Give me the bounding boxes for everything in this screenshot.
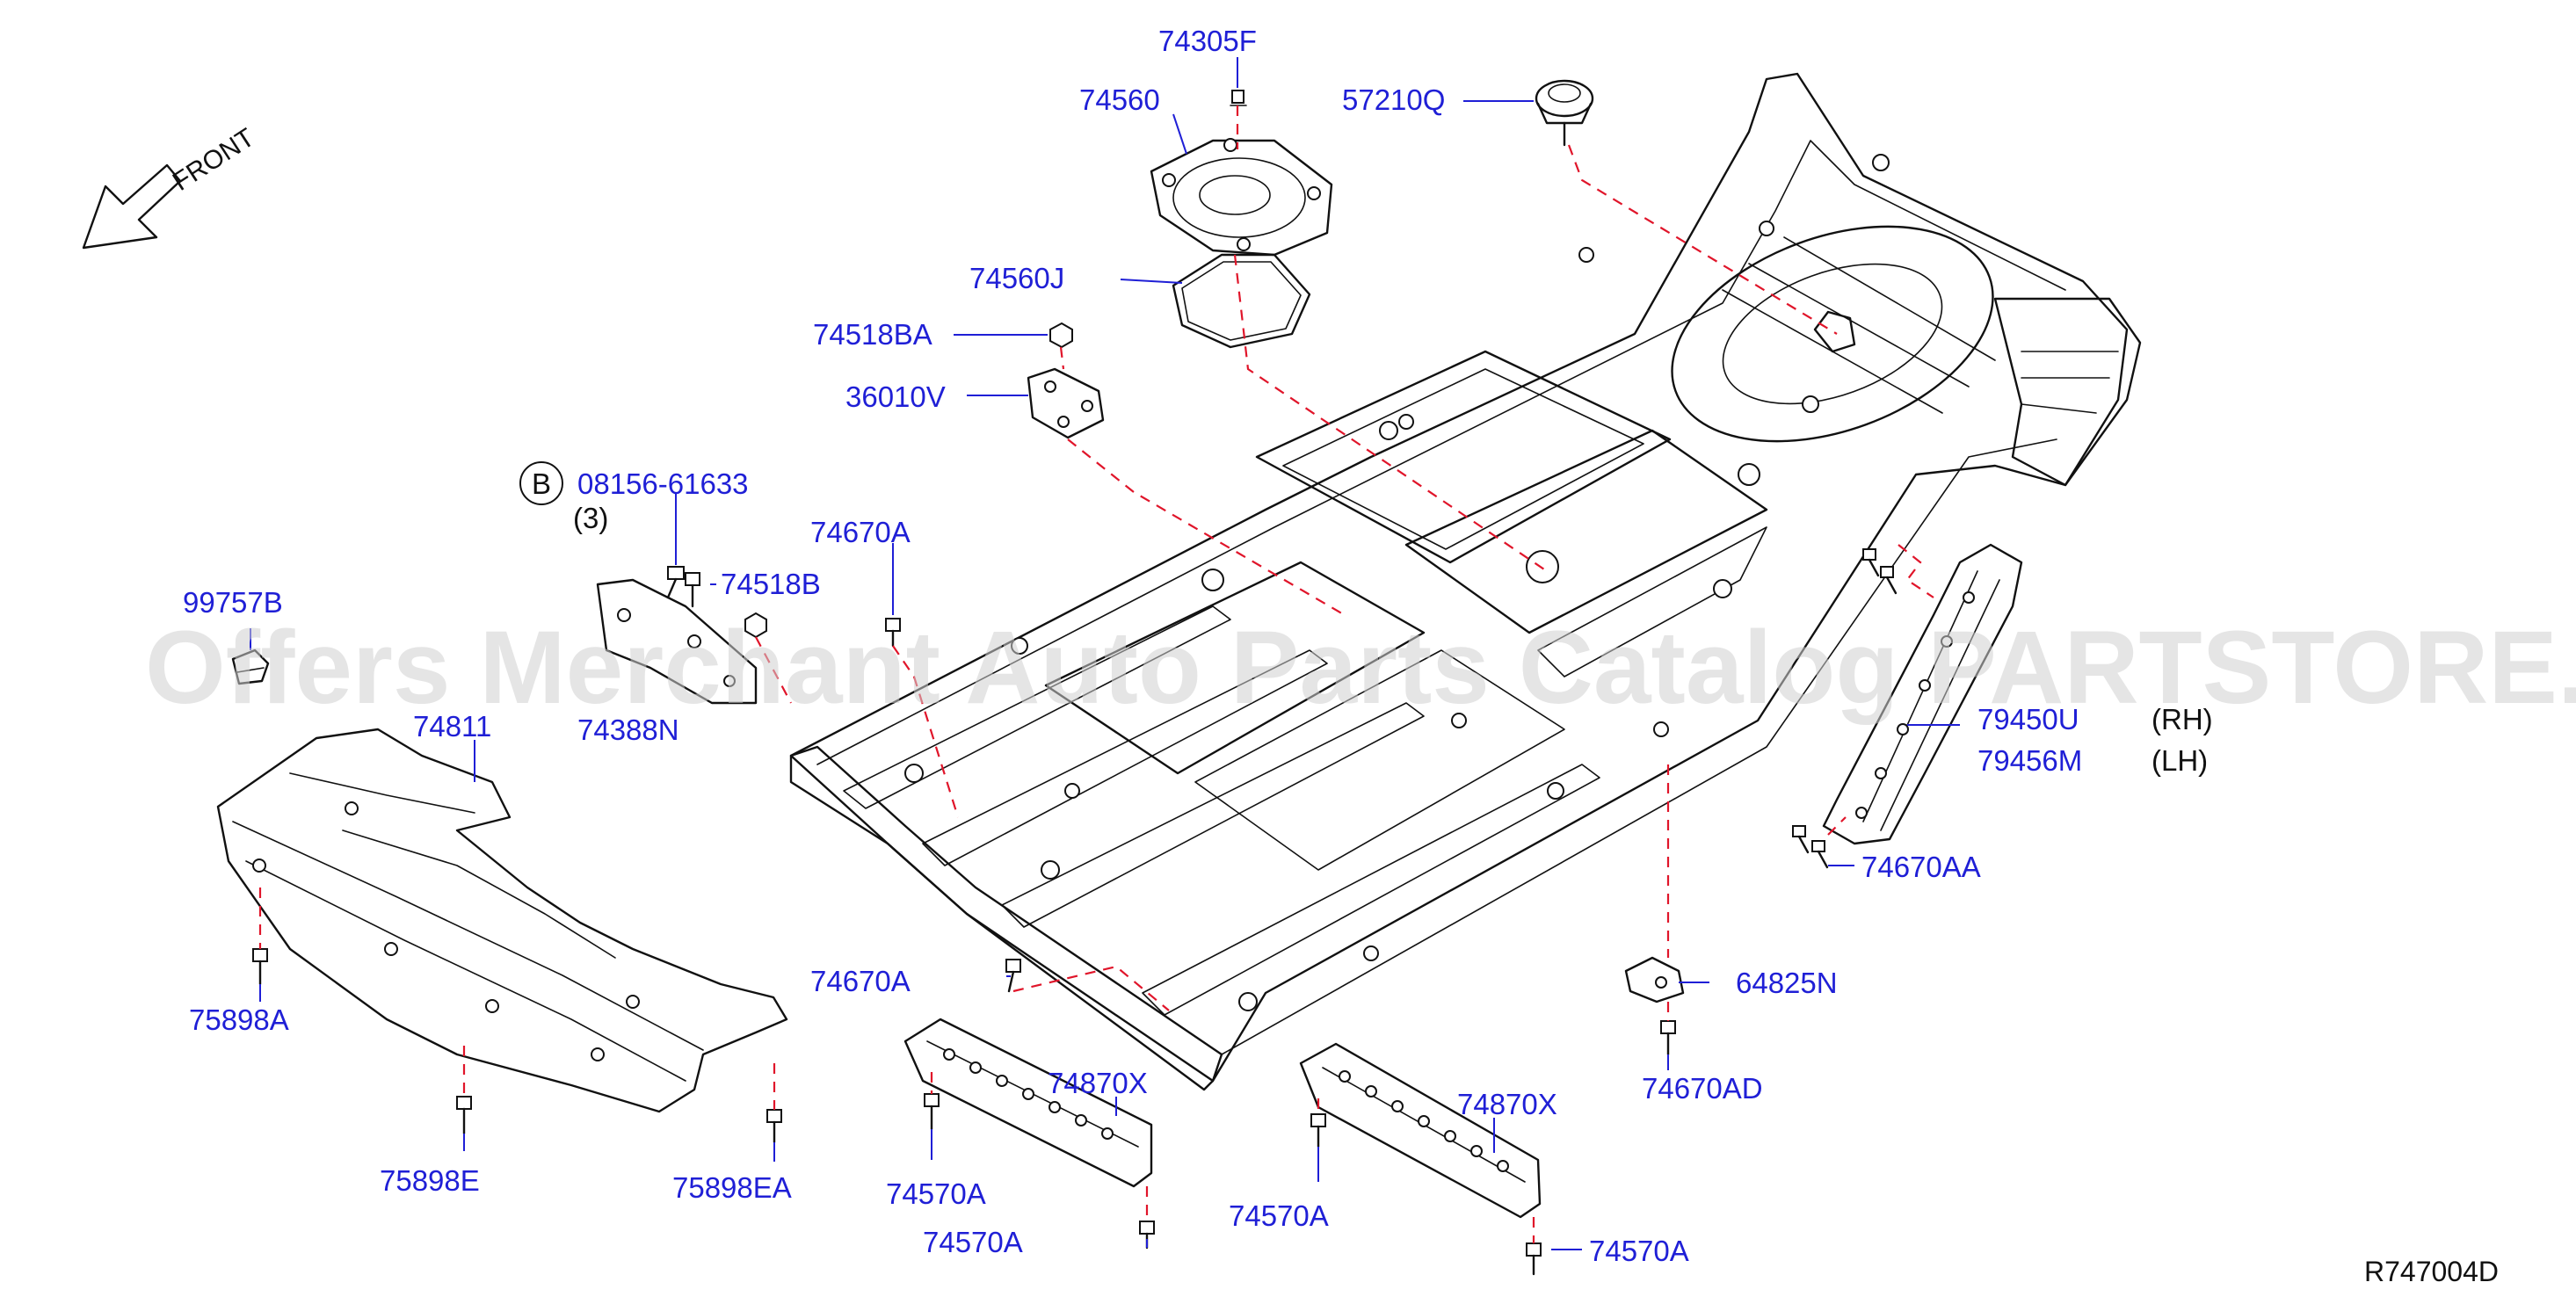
bolt-callout[interactable]: B 08156-61633 (3) <box>519 461 749 534</box>
label-74560[interactable]: 74560 <box>1079 83 1160 116</box>
tire-clamp-57210Q[interactable] <box>1535 79 1594 147</box>
note-lh: (LH) <box>2152 744 2208 777</box>
front-label: FRONT <box>168 123 260 197</box>
label-36010V[interactable]: 36010V <box>845 380 946 413</box>
cross-member-74870X-left[interactable] <box>903 1018 1153 1188</box>
label-74670A-top[interactable]: 74670A <box>810 516 911 548</box>
bolt-74518B-a[interactable] <box>685 572 700 608</box>
label-74570A-4[interactable]: 74570A <box>1589 1235 1689 1267</box>
bolt-74670A-mid[interactable] <box>1005 959 1021 993</box>
bolt-74670AA-a[interactable] <box>1862 548 1880 577</box>
callout-letter: B <box>532 467 551 500</box>
label-74560J[interactable]: 74560J <box>969 262 1064 294</box>
label-74388N[interactable]: 74388N <box>577 714 679 746</box>
seal-ring-74560J[interactable] <box>1172 253 1311 349</box>
callout-quantity: (3) <box>573 502 608 534</box>
nut-74518BA[interactable] <box>1049 322 1073 349</box>
bracket-74388N[interactable] <box>596 578 758 705</box>
nut-74518B-b[interactable] <box>744 612 767 639</box>
bracket-36010V[interactable] <box>1027 367 1105 439</box>
fastener-74305F[interactable] <box>1230 90 1247 106</box>
bolt-74570A-1[interactable] <box>924 1093 940 1131</box>
under-cover-74811[interactable] <box>216 728 788 1113</box>
label-75898E[interactable]: 75898E <box>380 1164 480 1197</box>
label-75898A[interactable]: 75898A <box>189 1003 289 1036</box>
label-74811[interactable]: 74811 <box>413 710 491 743</box>
clip-75898A[interactable] <box>252 948 268 986</box>
label-79456M[interactable]: 79456M <box>1977 744 2082 777</box>
label-74570A-2[interactable]: 74570A <box>923 1226 1023 1258</box>
side-rail-79450U-79456M[interactable] <box>1822 543 2023 845</box>
label-08156-61633[interactable]: 08156-61633 <box>577 467 749 500</box>
rear-cover-plate-74560[interactable] <box>1150 138 1333 257</box>
label-64825N[interactable]: 64825N <box>1736 967 1838 999</box>
label-74670AA[interactable]: 74670AA <box>1861 851 1981 883</box>
label-57210Q[interactable]: 57210Q <box>1342 83 1445 116</box>
diagram-reference-code: R747004D <box>2364 1256 2499 1287</box>
bolt-08156-61633[interactable] <box>666 566 685 599</box>
watermark: Offers Merchant Auto Parts Catalog PARTS… <box>145 610 2576 726</box>
label-74870X-right[interactable]: 74870X <box>1457 1088 1557 1120</box>
bolt-74670A-top[interactable] <box>885 618 901 648</box>
bolt-74670AA-d[interactable] <box>1811 840 1829 869</box>
label-74670AD[interactable]: 74670AD <box>1642 1072 1763 1105</box>
label-74570A-3[interactable]: 74570A <box>1229 1199 1329 1232</box>
cross-member-74870X-right[interactable] <box>1299 1042 1542 1219</box>
note-rh: (RH) <box>2152 703 2213 735</box>
label-74305F[interactable]: 74305F <box>1158 25 1257 57</box>
clip-99757B[interactable] <box>231 648 270 685</box>
label-75898EA[interactable]: 75898EA <box>672 1171 792 1204</box>
bolt-74670AA-b[interactable] <box>1880 566 1898 595</box>
label-74870X-left[interactable]: 74870X <box>1048 1067 1148 1099</box>
label-74518B[interactable]: 74518B <box>721 568 821 600</box>
label-99757B[interactable]: 99757B <box>183 586 283 619</box>
assembly-dashed-lines <box>258 105 1934 1243</box>
label-79450U[interactable]: 79450U <box>1977 703 2079 735</box>
clip-75898E[interactable] <box>456 1096 472 1135</box>
label-74670A-mid[interactable]: 74670A <box>810 965 911 997</box>
bolt-74670AD[interactable] <box>1660 1020 1676 1056</box>
bolt-74570A-4[interactable] <box>1526 1242 1542 1276</box>
clip-75898EA[interactable] <box>766 1109 782 1144</box>
label-leader-lines <box>250 57 1960 1250</box>
label-74570A-1[interactable]: 74570A <box>886 1177 986 1210</box>
floor-panel[interactable] <box>789 72 2142 1091</box>
bolt-74570A-3[interactable] <box>1310 1113 1326 1148</box>
bracket-64825N[interactable] <box>1624 956 1685 1003</box>
front-arrow-icon <box>82 163 182 250</box>
bolt-74670AA-c[interactable] <box>1792 825 1810 854</box>
callout-circle-icon <box>519 461 563 505</box>
label-74518BA[interactable]: 74518BA <box>813 318 932 351</box>
